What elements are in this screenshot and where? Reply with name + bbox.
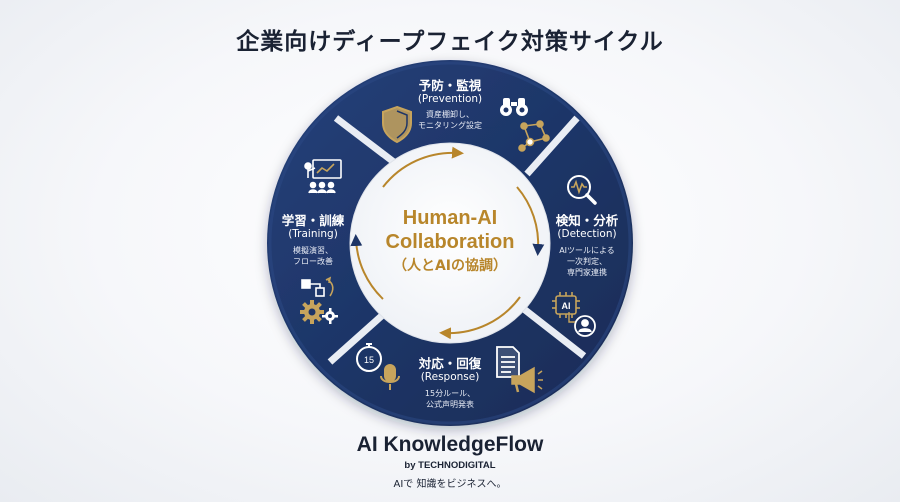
flow-icon (301, 276, 334, 297)
segment-response: 対応・回復 (Response) 15分ルール、 公式声明発表 (400, 356, 500, 410)
segment-separators (327, 115, 587, 365)
segment-subtitle: (Prevention) (417, 93, 483, 105)
segment-title: 学習・訓練 (281, 213, 345, 228)
document-icon (496, 346, 520, 378)
shield-icon (382, 105, 412, 144)
binoculars-icon (500, 98, 528, 116)
arrow-top (382, 146, 464, 188)
segment-training: 学習・訓練 (Training) 模擬演習、 フロー改善 (270, 213, 356, 267)
brand-name: AI KnowledgeFlow (356, 433, 544, 456)
segment-desc-line: モニタリング設定 (418, 121, 482, 130)
arrow-left (350, 234, 384, 300)
network-icon (518, 120, 550, 152)
svg-text:15: 15 (364, 355, 374, 365)
expert-person-icon (568, 312, 596, 337)
segment-desc-line: フロー改善 (293, 257, 333, 266)
arrow-bottom (439, 296, 521, 340)
segment-subtitle: (Detection) (557, 228, 617, 240)
gears-icon (300, 300, 338, 324)
segment-subtitle: (Response) (420, 371, 480, 383)
svg-text:AI: AI (562, 301, 571, 311)
page-title: 企業向けディープフェイク対策サイクル (236, 29, 664, 55)
presentation-icon (304, 159, 342, 194)
segment-desc-line: 公式声明発表 (426, 400, 474, 409)
segment-desc-line: 模擬演習、 (293, 246, 333, 255)
segment-title: 対応・回復 (418, 356, 482, 371)
ai-chip-icon: AI (552, 292, 580, 318)
center-line-2: Collaboration (385, 231, 515, 253)
segment-prevention: 予防・監視 (Prevention) 資産棚卸し、 モニタリング設定 (395, 78, 505, 131)
center-line-3: （人とAIの協調） (392, 258, 508, 274)
segment-subtitle: (Training) (288, 228, 338, 240)
segment-title: 予防・監視 (418, 78, 482, 93)
megaphone-icon (511, 366, 543, 394)
stopwatch-icon: 15 (356, 343, 382, 372)
segment-detection: 検知・分析 (Detection) AIツールによる 一次判定、 専門家連携 (544, 213, 630, 278)
brand-tagline: AIで 知識をビジネスへ。 (393, 479, 507, 490)
segment-desc-line: 資産棚卸し、 (426, 110, 474, 119)
segment-desc-line: AIツールによる (559, 246, 615, 255)
brand-by: by TECHNODIGITAL (404, 460, 496, 471)
microphone-icon (380, 364, 400, 390)
center-label: Human-AI Collaboration （人とAIの協調） (360, 206, 540, 276)
center-line-1: Human-AI (402, 207, 498, 229)
segment-desc-line: 一次判定、 (567, 257, 607, 266)
inner-circle (349, 142, 551, 344)
segment-desc-line: 専門家連携 (567, 268, 607, 277)
cycle-arrows (350, 146, 545, 340)
arrow-right (516, 186, 545, 256)
segment-desc-line: 15分ルール、 (424, 389, 476, 398)
segment-title: 検知・分析 (555, 213, 619, 228)
magnifier-waveform-icon (567, 175, 597, 205)
